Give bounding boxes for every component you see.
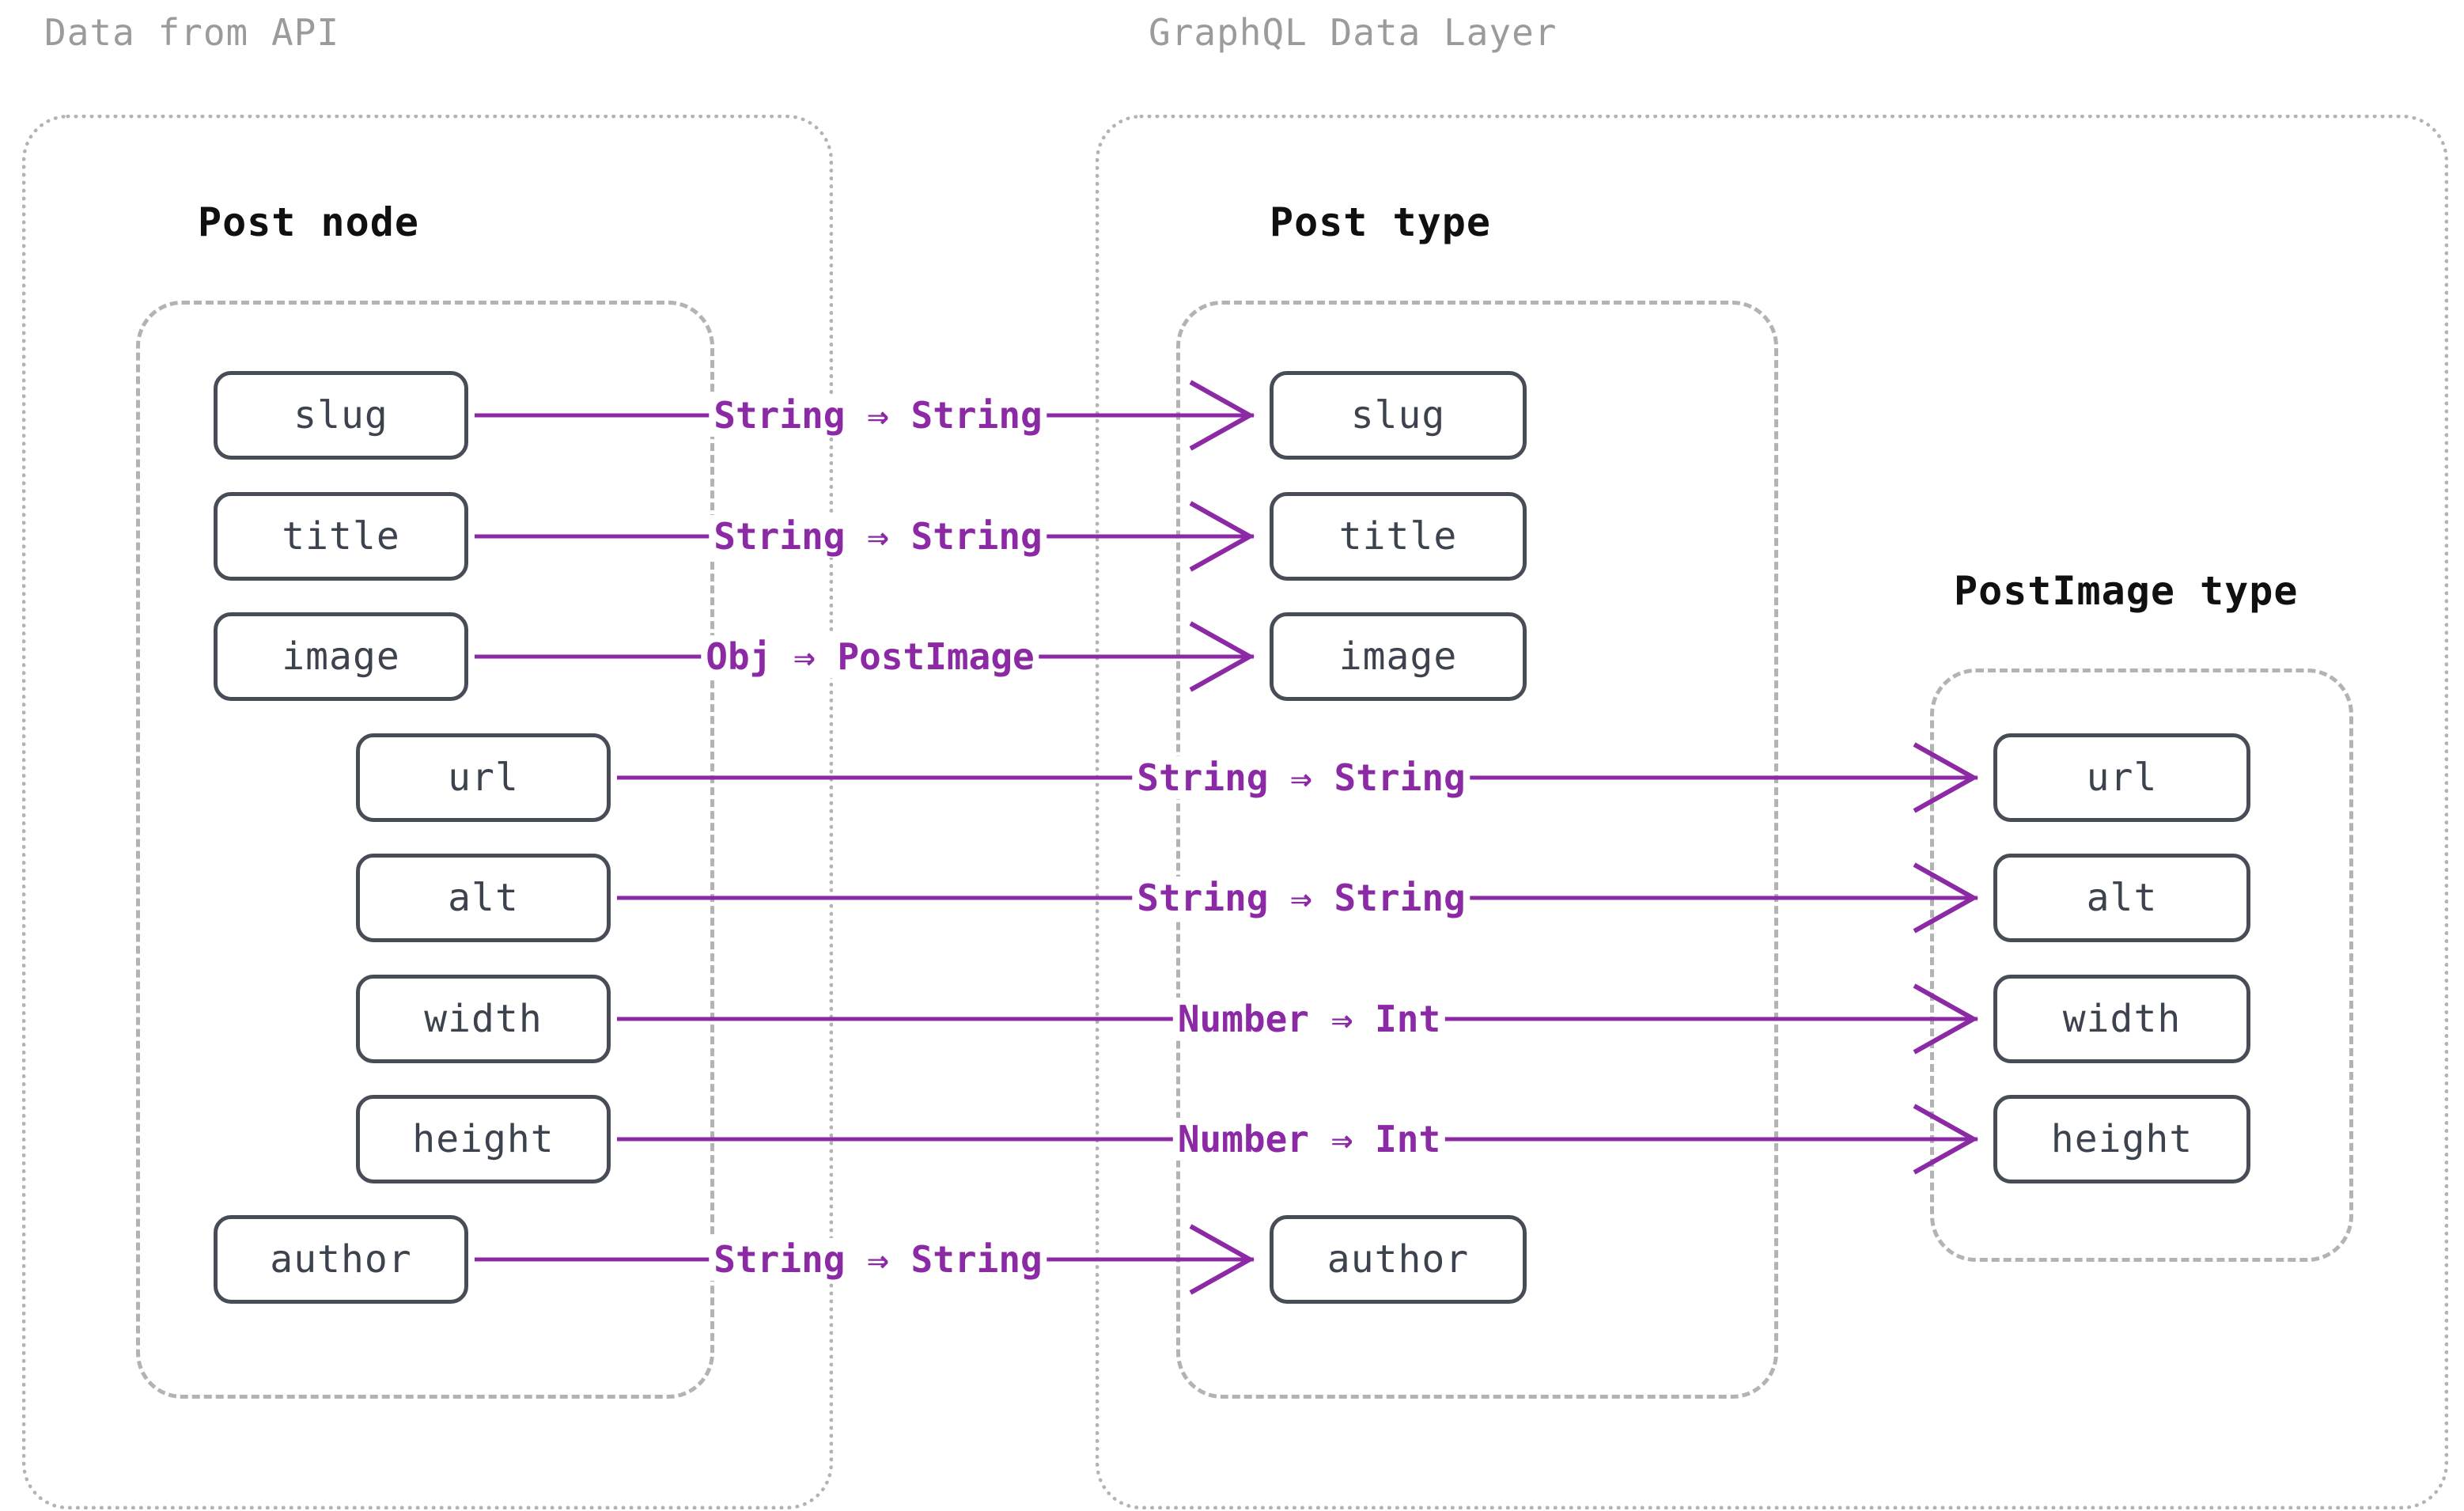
group-title-post-node: Post node [198, 199, 419, 245]
source-field-image[interactable]: image [214, 612, 468, 701]
group-title-post-type: Post type [1270, 199, 1491, 245]
edge-label-slug: String ⇒ String [709, 394, 1047, 437]
edge-label-title: String ⇒ String [709, 515, 1047, 558]
postimage-type-field-height[interactable]: height [1993, 1095, 2250, 1183]
post-type-field-title[interactable]: title [1270, 492, 1527, 581]
group-container-postimage-type [1930, 668, 2353, 1262]
edge-label-height: Number ⇒ Int [1172, 1118, 1446, 1161]
lane-container-api [22, 115, 833, 1509]
postimage-type-field-width[interactable]: width [1993, 975, 2250, 1063]
edge-label-author: String ⇒ String [709, 1238, 1047, 1281]
lane-title-api: Data from API [44, 11, 340, 54]
post-type-field-author[interactable]: author [1270, 1215, 1527, 1304]
edge-label-image: Obj ⇒ PostImage [701, 635, 1039, 678]
group-container-post-type [1176, 301, 1778, 1399]
post-type-field-image[interactable]: image [1270, 612, 1527, 701]
postimage-type-field-url[interactable]: url [1993, 733, 2250, 822]
source-field-slug[interactable]: slug [214, 371, 468, 460]
source-field-url[interactable]: url [356, 733, 611, 822]
group-title-postimage-type: PostImage type [1954, 568, 2299, 614]
lane-title-graphql: GraphQL Data Layer [1149, 11, 1558, 54]
source-field-title[interactable]: title [214, 492, 468, 581]
edge-label-alt: String ⇒ String [1132, 877, 1470, 919]
group-container-post-node [136, 301, 714, 1399]
lane-container-graphql [1096, 115, 2448, 1509]
source-field-height[interactable]: height [356, 1095, 611, 1183]
source-field-width[interactable]: width [356, 975, 611, 1063]
edge-label-url: String ⇒ String [1132, 756, 1470, 799]
source-field-author[interactable]: author [214, 1215, 468, 1304]
edge-label-width: Number ⇒ Int [1172, 998, 1446, 1040]
postimage-type-field-alt[interactable]: alt [1993, 854, 2250, 942]
post-type-field-slug[interactable]: slug [1270, 371, 1527, 460]
source-field-alt[interactable]: alt [356, 854, 611, 942]
